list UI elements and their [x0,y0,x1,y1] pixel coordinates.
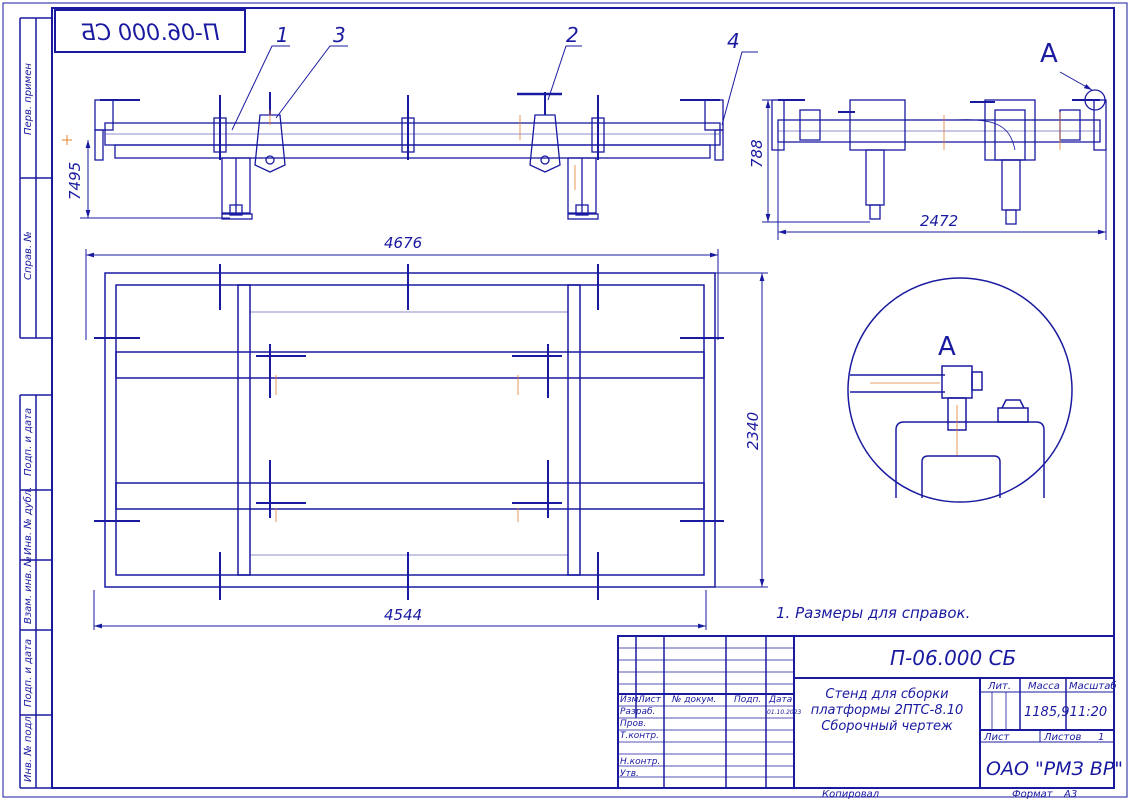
dim-plan [85,249,768,630]
dim-plan-length-top-value: 4676 [384,234,422,252]
callout-3: 3 [333,23,346,47]
side-stamp-labels: Перв. примен Справ. № Подп. и дата Инв. … [22,63,34,782]
top-code-mirrored: П-06.000 СБ [81,21,220,46]
top-code-box: П-06.000 СБ [54,9,246,53]
title-block [617,635,1115,789]
footer-copied: Копировал [822,789,880,800]
tb-role-tcontrol: Т.контр. [620,731,659,741]
tb-organization: ОАО "РМЗ ВР" [986,758,1123,780]
stamp-label: Подп. и дата [23,639,34,707]
detail-a: А [847,277,1073,503]
tb-date-value: 01.10.2023 [767,709,802,716]
tb-sheets-label: Листов [1043,732,1081,743]
footer-format-value: А3 [1063,789,1077,800]
tb-header-list: Лист [637,695,662,705]
tb-designation: П-06.000 СБ [890,646,1016,670]
stamp-label: Перв. примен [23,63,34,135]
tb-mass-value: 1185,91 [1024,705,1078,720]
side-stamp [19,17,52,789]
tb-sheets-count: 1 [1098,732,1104,743]
tb-scale-label: Масштаб [1069,680,1117,692]
view-a-label: А [1040,39,1058,69]
front-brackets [254,92,562,173]
tb-sheet-label: Лист [983,732,1011,743]
callout-leaders [231,45,758,131]
note: 1. Размеры для справок. [776,604,970,622]
plan-clamps [94,264,724,600]
tb-role-approver: Утв. [620,769,639,779]
tb-role-ncontrol: Н.контр. [620,757,660,767]
dim-side-height [762,99,1107,240]
tb-role-developer: Разраб. [620,707,655,717]
footer-format-label: Формат [1012,789,1054,800]
plan-view [94,264,724,600]
stamp-label: Взам. инв. № [23,556,34,624]
front-clamps [94,95,724,161]
tb-name-line-3: Сборочный чертеж [821,719,953,734]
tb-name-line-1: Стенд для сборки [825,687,948,702]
stamp-label: Справ. № [23,231,34,280]
dim-plan-length-bottom-value: 4544 [384,606,422,624]
dim-plan-width-value: 2340 [744,412,762,450]
tb-role-checker: Пров. [620,719,646,729]
stamp-label: Инв. № дубл. [22,487,34,555]
callout-4: 4 [727,29,740,53]
tb-lit-label: Лит. [987,681,1011,692]
callout-1: 1 [276,23,289,47]
title-block-text: П-06.000 СБ Стенд для сборки платформы 2… [620,646,1123,780]
detail-a-label: А [938,332,956,362]
dim-side-width-value: 2472 [920,212,958,230]
view-a-marker [1059,71,1093,91]
tb-header-sign: Подп. [734,695,761,705]
dim-front-height-value: 7495 [66,162,84,200]
stamp-label: Инв. № подл. [23,713,34,782]
tb-header-doc: № докум. [671,695,716,705]
tb-header-izm: Изм. [620,695,641,705]
callout-2: 2 [566,23,579,47]
front-view [94,92,724,220]
tb-mass-label: Масса [1028,681,1060,692]
tb-header-date: Дата [768,695,792,705]
plan-centerlines [275,375,519,522]
side-view [771,89,1107,225]
stamp-label: Подп. и дата [23,408,34,476]
tb-scale-value: 1:20 [1078,705,1107,720]
dim-front-height [62,135,230,219]
dim-side-height-value: 788 [748,139,766,168]
tb-name-line-2: платформы 2ПТС-8.10 [811,703,964,718]
